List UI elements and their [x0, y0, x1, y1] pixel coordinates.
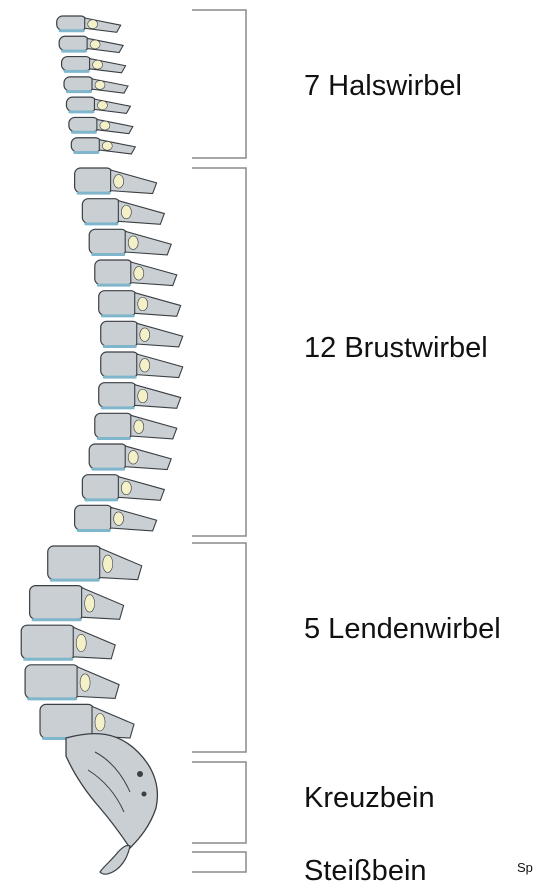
- thoracic-vertebra: [95, 260, 177, 287]
- thoracic-vertebra: [89, 229, 171, 256]
- thoracic-vertebra: [101, 352, 183, 379]
- cervical-vertebra: [71, 138, 135, 154]
- section-brackets: [192, 10, 246, 872]
- lumbar-vertebra: [21, 625, 115, 661]
- thoracic-vertebra: [82, 199, 164, 226]
- vertebral-column: [21, 16, 183, 740]
- thoracic-vertebra: [82, 475, 164, 502]
- label-sacrum: Kreuzbein: [304, 784, 435, 813]
- thoracic-vertebra: [75, 168, 157, 195]
- label-cervical: 7 Halswirbel: [304, 72, 462, 101]
- label-lumbar: 5 Lendenwirbel: [304, 615, 501, 644]
- label-coccyx: Steißbein: [304, 857, 427, 886]
- lumbar-vertebra: [30, 586, 124, 622]
- cervical-vertebra: [69, 117, 133, 133]
- thoracic-vertebra: [89, 444, 171, 471]
- label-thoracic: 12 Brustwirbel: [304, 334, 488, 363]
- thoracic-vertebra: [99, 383, 181, 410]
- cervical-vertebra: [62, 57, 126, 73]
- bracket-cervical: [192, 10, 246, 158]
- thoracic-vertebra: [99, 291, 181, 318]
- lumbar-vertebra: [25, 665, 119, 701]
- bracket-lumbar: [192, 543, 246, 752]
- cervical-vertebra: [66, 97, 130, 113]
- lumbar-vertebra: [48, 546, 142, 582]
- bracket-thoracic: [192, 168, 246, 536]
- bracket-coccyx: [192, 852, 246, 872]
- sacrum-shape: [66, 734, 157, 848]
- cervical-vertebra: [64, 77, 128, 93]
- thoracic-vertebra: [95, 413, 177, 440]
- cervical-vertebra: [57, 16, 121, 32]
- corner-text-fragment: Sp: [517, 860, 533, 875]
- thoracic-vertebra: [75, 505, 157, 532]
- coccyx-shape: [100, 845, 130, 874]
- bracket-sacrum: [192, 762, 246, 843]
- thoracic-vertebra: [101, 321, 183, 348]
- cervical-vertebra: [59, 36, 123, 52]
